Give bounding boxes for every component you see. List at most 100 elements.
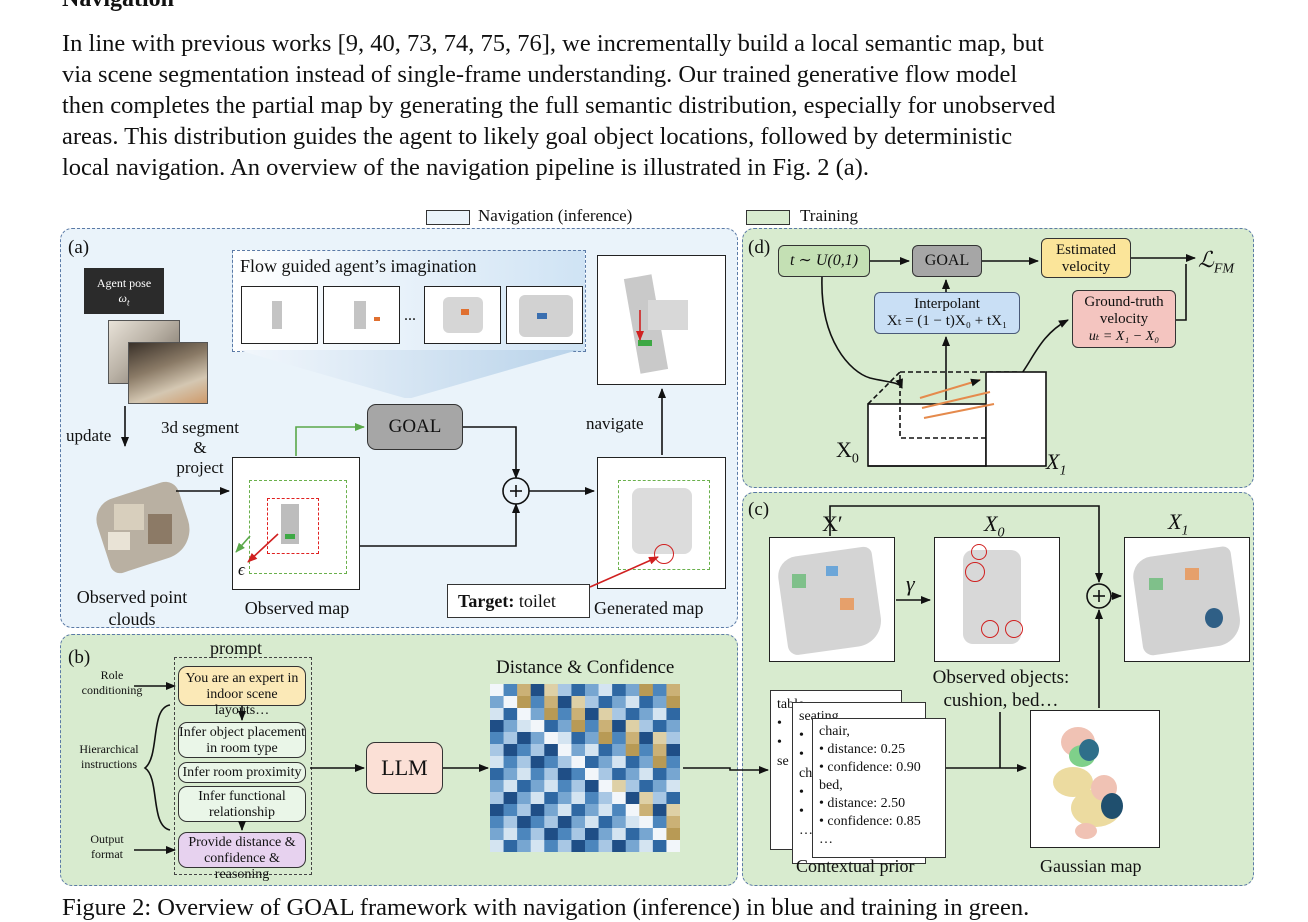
x0-label-d: X0 <box>836 437 859 467</box>
matrix-cell <box>517 768 532 781</box>
matrix-cell <box>517 684 532 697</box>
observed-objects-label: Observed objects:cushion, bed… <box>932 667 1070 711</box>
matrix-cell <box>557 816 572 829</box>
matrix-cell <box>490 708 504 721</box>
panel-d-tag: (d) <box>748 237 771 258</box>
matrix-cell <box>612 816 627 829</box>
matrix-cell <box>490 828 504 841</box>
panel-b-tag: (b) <box>68 647 91 668</box>
matrix-cell <box>625 804 640 817</box>
matrix-cell <box>557 744 572 757</box>
imagination-title: Flow guided agent’s imagination <box>240 256 477 276</box>
matrix-cell <box>557 804 572 817</box>
matrix-cell <box>598 804 613 817</box>
matrix-cell <box>585 684 599 697</box>
matrix-cell <box>666 696 680 709</box>
matrix-cell <box>598 708 613 721</box>
matrix-cell <box>544 792 559 805</box>
goal-block: GOAL <box>367 404 463 450</box>
matrix-cell <box>544 780 559 793</box>
matrix-cell <box>490 780 504 793</box>
matrix-cell <box>571 732 586 745</box>
matrix-cell <box>490 744 504 757</box>
matrix-cell <box>585 708 599 721</box>
matrix-cell <box>639 816 654 829</box>
matrix-cell <box>666 684 680 697</box>
matrix-cell <box>598 732 613 745</box>
matrix-cell <box>652 828 667 841</box>
matrix-cell <box>530 708 545 721</box>
observed-map <box>232 457 360 590</box>
matrix-cell <box>571 684 586 697</box>
x1-label-d: X1 <box>1046 449 1067 479</box>
matrix-cell <box>490 816 504 829</box>
matrix-cell <box>571 708 586 721</box>
paragraph-line: areas. This distribution guides the agen… <box>62 123 1013 150</box>
x1-label-c: X1 <box>1168 509 1189 539</box>
segment-label: 3d segment&project <box>161 418 239 477</box>
matrix-cell <box>598 816 613 829</box>
matrix-cell <box>557 840 572 852</box>
navigate-label: navigate <box>586 414 644 433</box>
point-cloud-image <box>88 470 200 580</box>
matrix-cell <box>544 684 559 697</box>
matrix-cell <box>571 696 586 709</box>
update-label: update <box>66 426 112 445</box>
matrix-cell <box>503 780 518 793</box>
matrix-cell <box>503 720 518 733</box>
matrix-cell <box>612 744 627 757</box>
matrix-cell <box>490 792 504 805</box>
matrix-cell <box>585 768 599 781</box>
matrix-cell <box>503 732 518 745</box>
matrix-cell <box>639 804 654 817</box>
matrix-cell <box>585 780 599 793</box>
matrix-cell <box>666 768 680 781</box>
xprime-map <box>769 537 895 662</box>
matrix-cell <box>652 720 667 733</box>
matrix-cell <box>585 732 599 745</box>
goal-block-training: GOAL <box>912 245 982 277</box>
matrix-cell <box>530 756 545 769</box>
paragraph-line: In line with previous works [9, 40, 73, … <box>62 30 1044 57</box>
matrix-cell <box>639 768 654 781</box>
panel-c-tag: (c) <box>748 499 770 520</box>
matrix-cell <box>612 828 627 841</box>
matrix-cell <box>585 840 599 852</box>
matrix-cell <box>598 744 613 757</box>
gamma-label: γ <box>906 571 915 596</box>
infer-proximity-box: Infer room proximity <box>178 762 306 783</box>
provide-box: Provide distance &confidence & reasoning <box>178 832 306 882</box>
matrix-cell <box>490 756 504 769</box>
matrix-cell <box>625 732 640 745</box>
matrix-cell <box>666 732 680 745</box>
legend-inference-label: Navigation (inference) <box>478 206 633 225</box>
matrix-cell <box>598 780 613 793</box>
matrix-cell <box>517 804 532 817</box>
matrix-cell <box>557 684 572 697</box>
matrix-cell <box>490 684 504 697</box>
matrix-cell <box>666 780 680 793</box>
matrix-cell <box>517 792 532 805</box>
matrix-cell <box>612 720 627 733</box>
matrix-cell <box>503 708 518 721</box>
x0-label-c: X0 <box>984 511 1005 541</box>
matrix-cell <box>571 840 586 852</box>
matrix-cell <box>517 816 532 829</box>
matrix-cell <box>503 816 518 829</box>
matrix-cell <box>652 816 667 829</box>
matrix-cell <box>544 732 559 745</box>
legend-inference-swatch <box>426 210 470 225</box>
matrix-cell <box>639 696 654 709</box>
matrix-cell <box>625 792 640 805</box>
matrix-cell <box>585 696 599 709</box>
matrix-cell <box>652 684 667 697</box>
matrix-cell <box>625 780 640 793</box>
matrix-cell <box>571 804 586 817</box>
matrix-cell <box>517 756 532 769</box>
matrix-cell <box>625 684 640 697</box>
target-label: Target: <box>458 591 515 611</box>
